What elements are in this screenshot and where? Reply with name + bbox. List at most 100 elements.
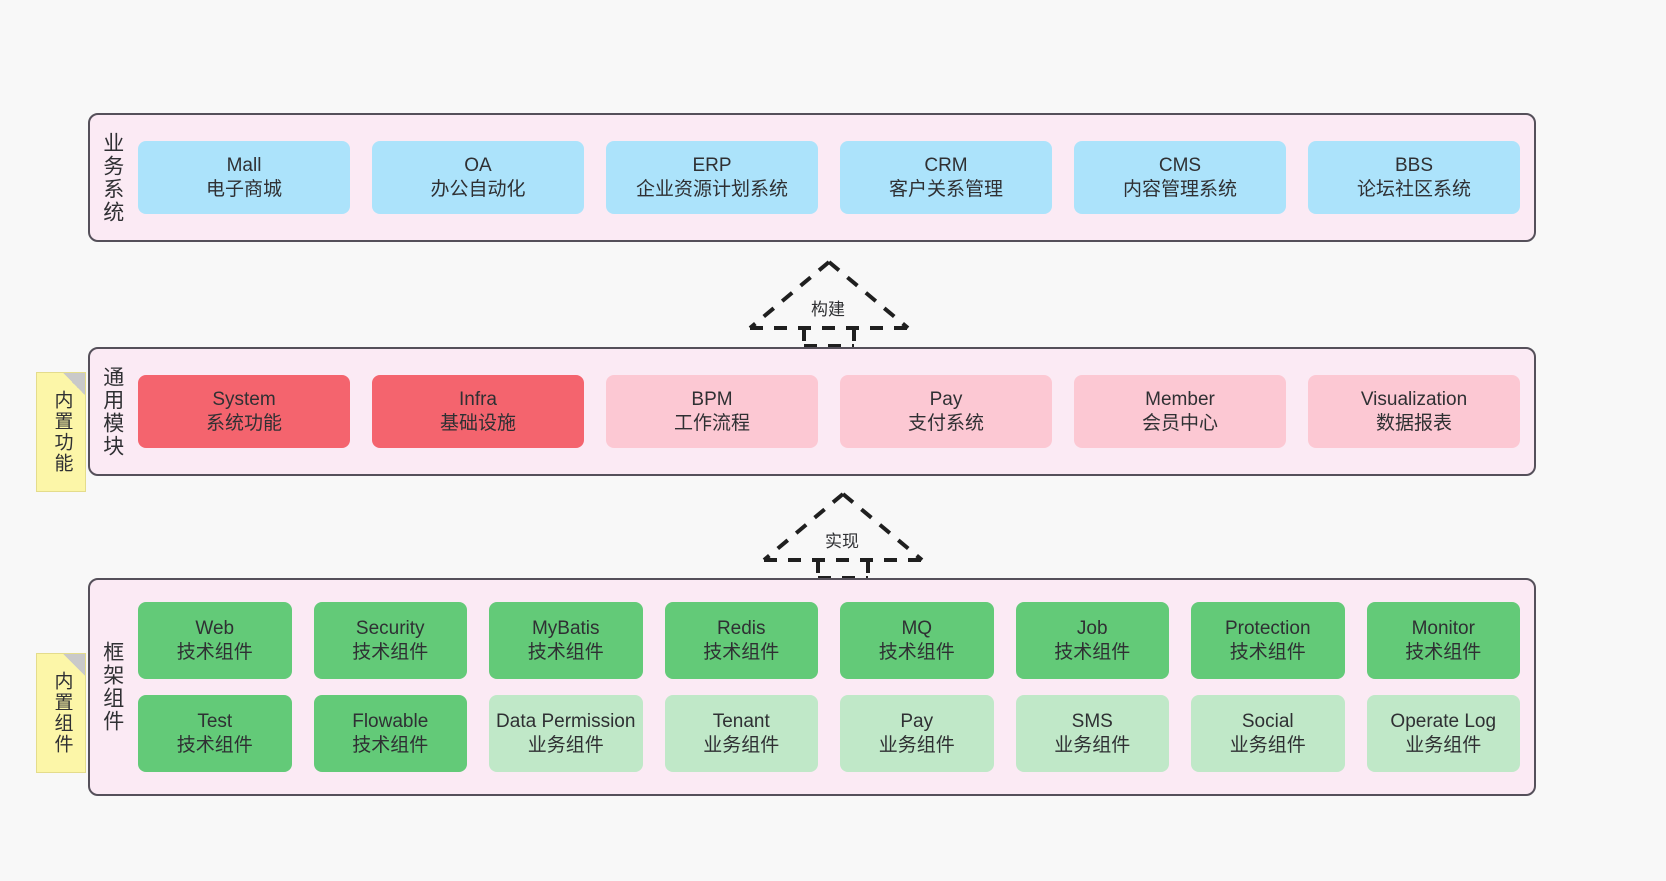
component-redis-name: Redis bbox=[716, 618, 766, 640]
module-member[interactable]: Member 会员中心 bbox=[1074, 375, 1286, 448]
component-sms-name: SMS bbox=[1071, 711, 1113, 733]
framework-row-2: Test 技术组件 Flowable 技术组件 Data Permission … bbox=[138, 695, 1520, 772]
module-erp-name: ERP bbox=[692, 155, 732, 177]
module-crm-name: CRM bbox=[924, 155, 968, 177]
component-sms[interactable]: SMS 业务组件 bbox=[1015, 695, 1169, 772]
note-builtin-component: 内置组件 bbox=[36, 653, 86, 773]
module-cms[interactable]: CMS 内容管理系统 bbox=[1074, 141, 1286, 214]
connector-implement: 实现 bbox=[758, 488, 928, 580]
layer-framework-components: 框架组件 Web 技术组件 Security 技术组件 MyBatis 技术组件… bbox=[88, 578, 1536, 796]
layer-business-system: 业务系统 Mall 电子商城 OA 办公自动化 ERP 企业资源计划系统 CRM… bbox=[88, 113, 1536, 242]
layer-common-modules-label: 通用模块 bbox=[100, 365, 124, 458]
module-bbs-name: BBS bbox=[1394, 155, 1434, 177]
module-pay-name: Pay bbox=[929, 389, 963, 411]
component-protection-name: Protection bbox=[1224, 618, 1311, 640]
component-mq-desc: 技术组件 bbox=[878, 641, 955, 663]
module-oa-desc: 办公自动化 bbox=[430, 178, 526, 200]
component-tenant[interactable]: Tenant 业务组件 bbox=[664, 695, 818, 772]
layer-business-system-body: Mall 电子商城 OA 办公自动化 ERP 企业资源计划系统 CRM 客户关系… bbox=[134, 115, 1534, 240]
component-security-name: Security bbox=[355, 618, 425, 640]
module-system-name: System bbox=[212, 389, 276, 411]
component-mybatis-name: MyBatis bbox=[531, 618, 600, 640]
component-mybatis-desc: 技术组件 bbox=[527, 641, 604, 663]
component-flowable-name: Flowable bbox=[352, 711, 429, 733]
component-pay-name: Pay bbox=[900, 711, 934, 733]
layer-business-system-label: 业务系统 bbox=[100, 131, 124, 224]
component-mybatis[interactable]: MyBatis 技术组件 bbox=[489, 602, 643, 679]
component-protection-desc: 技术组件 bbox=[1229, 641, 1306, 663]
module-visualization[interactable]: Visualization 数据报表 bbox=[1308, 375, 1520, 448]
component-data-permission[interactable]: Data Permission 业务组件 bbox=[489, 695, 643, 772]
component-security[interactable]: Security 技术组件 bbox=[313, 602, 467, 679]
component-social[interactable]: Social 业务组件 bbox=[1191, 695, 1345, 772]
component-data-permission-desc: 业务组件 bbox=[527, 734, 604, 756]
module-bpm[interactable]: BPM 工作流程 bbox=[606, 375, 818, 448]
module-visualization-name: Visualization bbox=[1360, 389, 1468, 411]
module-member-name: Member bbox=[1145, 389, 1215, 411]
component-protection[interactable]: Protection 技术组件 bbox=[1191, 602, 1345, 679]
module-infra[interactable]: Infra 基础设施 bbox=[372, 375, 584, 448]
component-test[interactable]: Test 技术组件 bbox=[138, 695, 292, 772]
component-flowable-desc: 技术组件 bbox=[352, 734, 429, 756]
component-security-desc: 技术组件 bbox=[352, 641, 429, 663]
module-visualization-desc: 数据报表 bbox=[1375, 412, 1452, 434]
component-pay[interactable]: Pay 业务组件 bbox=[840, 695, 994, 772]
module-oa-name: OA bbox=[464, 155, 492, 177]
note-builtin-function: 内置功能 bbox=[36, 372, 86, 492]
module-mall-desc: 电子商城 bbox=[205, 178, 282, 200]
component-operate-log-name: Operate Log bbox=[1390, 711, 1497, 733]
module-bpm-name: BPM bbox=[691, 389, 733, 411]
component-pay-desc: 业务组件 bbox=[878, 734, 955, 756]
module-erp[interactable]: ERP 企业资源计划系统 bbox=[606, 141, 818, 214]
module-oa[interactable]: OA 办公自动化 bbox=[372, 141, 584, 214]
layer-framework-components-body: Web 技术组件 Security 技术组件 MyBatis 技术组件 Redi… bbox=[134, 580, 1534, 794]
component-monitor-name: Monitor bbox=[1411, 618, 1475, 640]
module-mall-name: Mall bbox=[226, 155, 262, 177]
module-system[interactable]: System 系统功能 bbox=[138, 375, 350, 448]
note-fold-icon bbox=[63, 373, 85, 395]
component-social-desc: 业务组件 bbox=[1229, 734, 1306, 756]
module-cms-name: CMS bbox=[1158, 155, 1202, 177]
component-operate-log[interactable]: Operate Log 业务组件 bbox=[1366, 695, 1520, 772]
module-bbs-desc: 论坛社区系统 bbox=[1356, 178, 1471, 200]
component-social-name: Social bbox=[1241, 711, 1294, 733]
component-tenant-name: Tenant bbox=[712, 711, 770, 733]
component-monitor[interactable]: Monitor 技术组件 bbox=[1366, 602, 1520, 679]
module-erp-desc: 企业资源计划系统 bbox=[635, 178, 788, 200]
component-test-desc: 技术组件 bbox=[176, 734, 253, 756]
layer-framework-components-label: 框架组件 bbox=[100, 641, 124, 733]
module-cms-desc: 内容管理系统 bbox=[1122, 178, 1237, 200]
layer-common-modules-body: System 系统功能 Infra 基础设施 BPM 工作流程 Pay 支付系统… bbox=[134, 349, 1534, 474]
component-data-permission-name: Data Permission bbox=[496, 711, 636, 733]
component-web-desc: 技术组件 bbox=[176, 641, 253, 663]
component-mq-name: MQ bbox=[901, 618, 933, 640]
component-operate-log-desc: 业务组件 bbox=[1405, 734, 1482, 756]
note-builtin-function-label: 内置功能 bbox=[51, 390, 73, 474]
component-redis[interactable]: Redis 技术组件 bbox=[664, 602, 818, 679]
note-fold-icon bbox=[63, 654, 85, 676]
module-system-desc: 系统功能 bbox=[205, 412, 282, 434]
module-crm-desc: 客户关系管理 bbox=[888, 178, 1003, 200]
component-flowable[interactable]: Flowable 技术组件 bbox=[313, 695, 467, 772]
module-member-desc: 会员中心 bbox=[1141, 412, 1218, 434]
module-bbs[interactable]: BBS 论坛社区系统 bbox=[1308, 141, 1520, 214]
module-pay-desc: 支付系统 bbox=[907, 412, 984, 434]
component-web[interactable]: Web 技术组件 bbox=[138, 602, 292, 679]
component-job[interactable]: Job 技术组件 bbox=[1015, 602, 1169, 679]
component-test-name: Test bbox=[197, 711, 233, 733]
module-infra-name: Infra bbox=[458, 389, 498, 411]
component-web-name: Web bbox=[195, 618, 235, 640]
component-job-desc: 技术组件 bbox=[1054, 641, 1131, 663]
module-infra-desc: 基础设施 bbox=[439, 412, 516, 434]
module-mall[interactable]: Mall 电子商城 bbox=[138, 141, 350, 214]
module-bpm-desc: 工作流程 bbox=[673, 412, 750, 434]
module-crm[interactable]: CRM 客户关系管理 bbox=[840, 141, 1052, 214]
component-mq[interactable]: MQ 技术组件 bbox=[840, 602, 994, 679]
module-pay[interactable]: Pay 支付系统 bbox=[840, 375, 1052, 448]
note-builtin-component-label: 内置组件 bbox=[51, 671, 73, 755]
component-sms-desc: 业务组件 bbox=[1054, 734, 1131, 756]
framework-row-1: Web 技术组件 Security 技术组件 MyBatis 技术组件 Redi… bbox=[138, 602, 1520, 679]
connector-build-icon bbox=[748, 260, 910, 348]
component-redis-desc: 技术组件 bbox=[703, 641, 780, 663]
